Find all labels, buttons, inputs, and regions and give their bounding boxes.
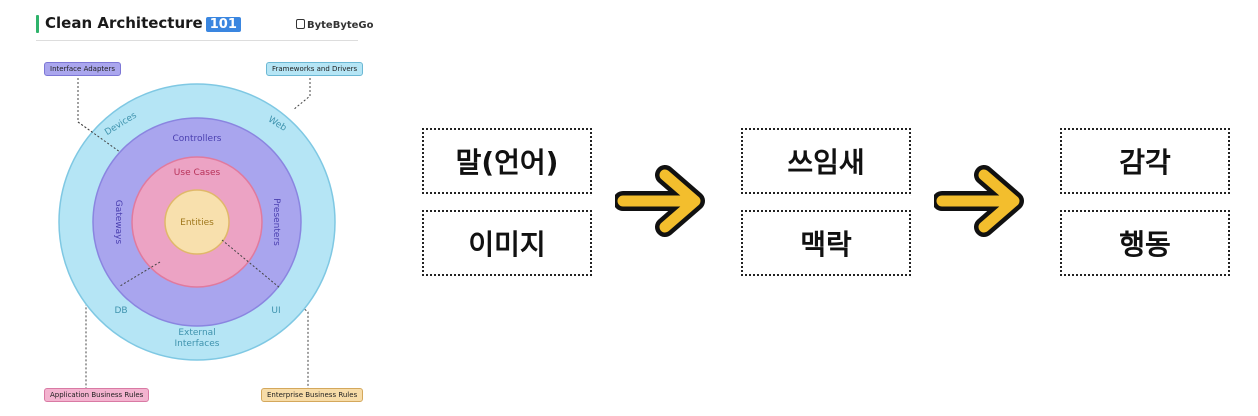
label-db: DB <box>114 306 127 316</box>
flow-box-context: 맥락 <box>741 210 911 276</box>
brand-icon <box>296 19 305 29</box>
brand-name: ByteByteGo <box>307 20 374 31</box>
flow-box-action: 행동 <box>1060 210 1230 276</box>
header-divider <box>36 40 358 41</box>
tag-frameworks-and-drivers: Frameworks and Drivers <box>266 62 364 76</box>
label-external-line1: External <box>178 328 215 338</box>
brand-logo: ByteByteGo <box>296 19 373 31</box>
connector-enterprise-rules-overlay <box>221 239 281 289</box>
ring-entities <box>164 189 230 255</box>
flow-box-sense: 감각 <box>1060 128 1230 194</box>
label-entities: Entities <box>180 218 214 228</box>
header-accent-bar <box>36 15 39 33</box>
tag-interface-adapters: Interface Adapters <box>44 62 121 76</box>
connector-interface-adapters-overlay <box>77 121 121 153</box>
title-badge: 101 <box>205 17 241 32</box>
flow-box-usage: 쓰임새 <box>741 128 911 194</box>
label-external-line2: Interfaces <box>175 339 220 349</box>
arrow-right-icon <box>615 165 705 237</box>
connector-frameworks-drivers <box>292 78 311 111</box>
concentric-layers-diagram: Devices Web DB UI External Interfaces Co… <box>58 78 336 388</box>
label-ui: UI <box>271 306 280 316</box>
tag-application-business-rules: Application Business Rules <box>44 388 150 402</box>
flow-box-language: 말(언어) <box>422 128 592 194</box>
arrow-right-icon-2 <box>934 165 1024 237</box>
label-use-cases: Use Cases <box>174 168 221 178</box>
flow-box-image: 이미지 <box>422 210 592 276</box>
label-gateways: Gateways <box>113 200 123 245</box>
diagram-title-text: Clean Architecture <box>45 14 203 32</box>
label-presenters: Presenters <box>271 198 281 246</box>
tag-enterprise-business-rules: Enterprise Business Rules <box>261 388 364 402</box>
label-controllers: Controllers <box>173 134 222 144</box>
